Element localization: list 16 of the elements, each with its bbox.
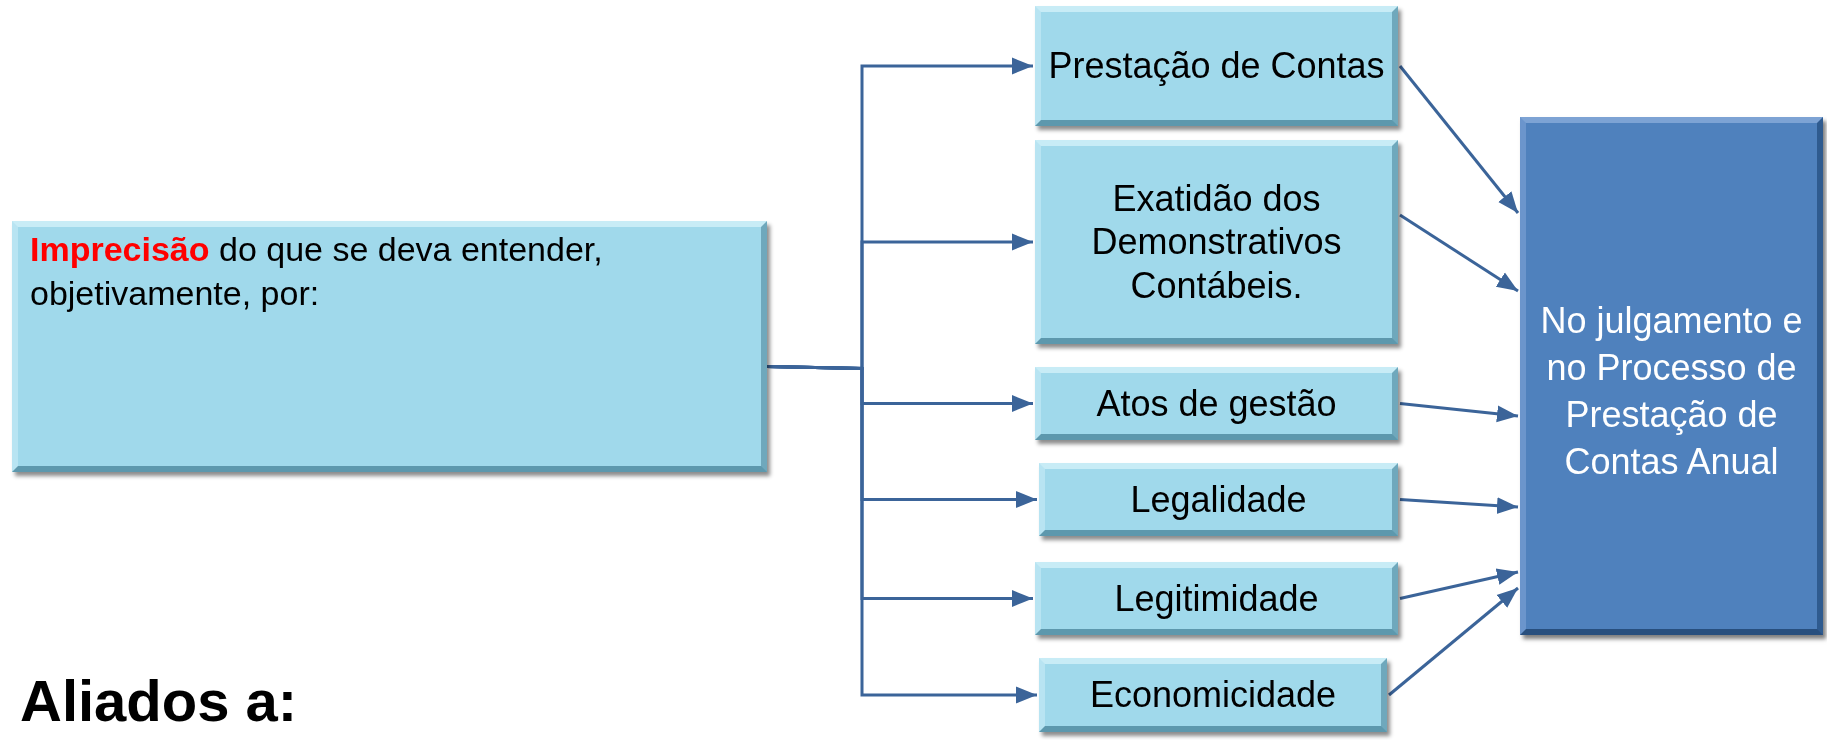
process-box: Exatidão dos Demonstrativos Contábeis. [1035,140,1398,344]
process-box: Economicidade [1039,658,1387,732]
arrow [766,365,1037,704]
result-box: No julgamento e no Processo de Prestação de Contas Anual [1520,117,1823,635]
process-box: Prestação de Contas [1035,6,1398,126]
arrow [1399,213,1519,293]
arrow [1398,65,1520,214]
process-box: Legalidade [1039,463,1398,536]
heading-text: Aliados a: [20,672,298,730]
arrow [1399,568,1519,600]
arrow [1399,497,1519,515]
process-box: Legitimidade [1035,562,1398,635]
process-box: Atos de gestão [1035,367,1398,440]
arrow [1399,402,1519,423]
process-box: Imprecisão do que se deva entender, objetivamente, por: [12,221,767,472]
arrow [1388,586,1519,697]
